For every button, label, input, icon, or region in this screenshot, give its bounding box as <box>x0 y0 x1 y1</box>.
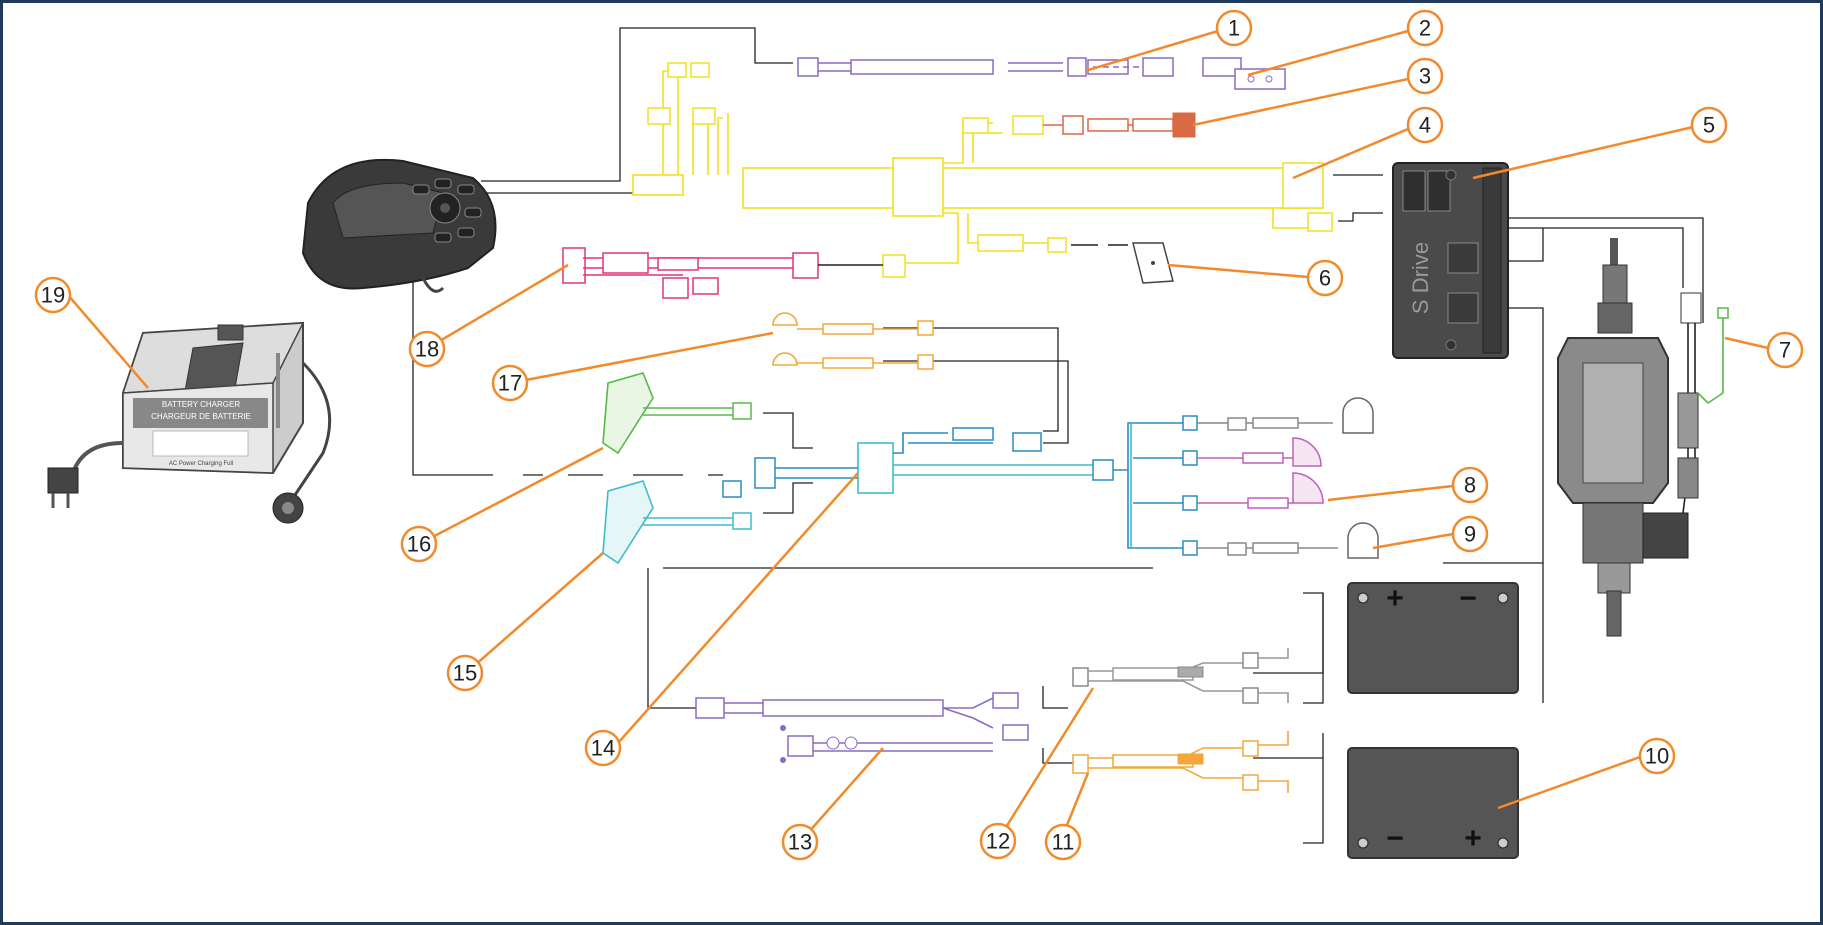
svg-text:17: 17 <box>498 371 522 396</box>
callout-2: 2 <box>1406 9 1444 47</box>
callout-12: 12 <box>979 822 1017 860</box>
svg-text:14: 14 <box>591 736 615 761</box>
svg-text:7: 7 <box>1779 338 1791 363</box>
svg-text:2: 2 <box>1419 16 1431 41</box>
harness-16-green <box>602 372 752 455</box>
harness-3-red <box>1043 112 1196 138</box>
harness-11-orange <box>1072 731 1289 793</box>
tiller-console <box>301 159 497 293</box>
battery-1: + − <box>1347 582 1519 694</box>
charger-label-en: BATTERY CHARGER <box>162 400 240 409</box>
battery-2: − + <box>1347 747 1519 859</box>
harness-15-cyan <box>602 480 752 565</box>
svg-text:18: 18 <box>415 337 439 362</box>
callout-3: 3 <box>1406 57 1444 95</box>
callout-16: 16 <box>400 525 438 563</box>
callout-10: 10 <box>1638 737 1676 775</box>
harness-17-orange <box>772 312 934 370</box>
callout-14: 14 <box>584 729 622 767</box>
harness-1-purple <box>797 57 1286 90</box>
callout-5: 5 <box>1690 106 1728 144</box>
svg-text:4: 4 <box>1419 113 1431 138</box>
harness-18-pink <box>562 247 883 299</box>
svg-text:19: 19 <box>41 283 65 308</box>
callout-7: 7 <box>1766 331 1804 369</box>
callout-9: 9 <box>1451 515 1489 553</box>
battery-2-plus: + <box>1464 822 1482 855</box>
harness-13-purple <box>695 692 1029 763</box>
svg-text:5: 5 <box>1703 113 1715 138</box>
callout-11: 11 <box>1044 823 1082 861</box>
svg-text:1: 1 <box>1228 16 1240 41</box>
battery-charger: BATTERY CHARGER CHARGEUR DE BATTERIE AC … <box>47 321 332 524</box>
controller-brand: S Drive <box>1408 242 1433 314</box>
svg-text:8: 8 <box>1464 473 1476 498</box>
callout-17: 17 <box>491 364 529 402</box>
callout-13: 13 <box>781 823 819 861</box>
motor-assembly <box>1557 238 1729 637</box>
svg-text:6: 6 <box>1319 266 1331 291</box>
callout-19: 19 <box>34 276 72 314</box>
battery-1-plus: + <box>1386 582 1404 615</box>
wiring-diagram: + − − + S Drive <box>34 9 1804 861</box>
charger-legend: AC Power Charging Full <box>169 461 233 467</box>
component-6 <box>1071 242 1174 284</box>
harness-4-yellow <box>632 62 1333 278</box>
svg-text:15: 15 <box>453 661 477 686</box>
svg-text:13: 13 <box>788 830 812 855</box>
svg-text:9: 9 <box>1464 522 1476 547</box>
controller-s-drive: S Drive <box>1392 162 1509 359</box>
svg-text:10: 10 <box>1645 744 1669 769</box>
leader-lines <box>67 29 1769 843</box>
harness-8-magenta <box>1197 437 1324 509</box>
harness-14-blue <box>722 397 1379 559</box>
harness-12-white <box>1072 648 1289 704</box>
callout-1: 1 <box>1215 9 1253 47</box>
charger-label-fr: CHARGEUR DE BATTERIE <box>151 412 251 421</box>
callout-6: 6 <box>1306 259 1344 297</box>
battery-2-minus: − <box>1386 822 1404 855</box>
callout-18: 18 <box>408 330 446 368</box>
svg-text:16: 16 <box>407 532 431 557</box>
callout-15: 15 <box>446 654 484 692</box>
svg-text:12: 12 <box>986 829 1010 854</box>
callout-8: 8 <box>1451 466 1489 504</box>
svg-text:3: 3 <box>1419 64 1431 89</box>
callout-4: 4 <box>1406 106 1444 144</box>
battery-1-minus: − <box>1459 582 1477 615</box>
svg-text:11: 11 <box>1052 830 1075 855</box>
